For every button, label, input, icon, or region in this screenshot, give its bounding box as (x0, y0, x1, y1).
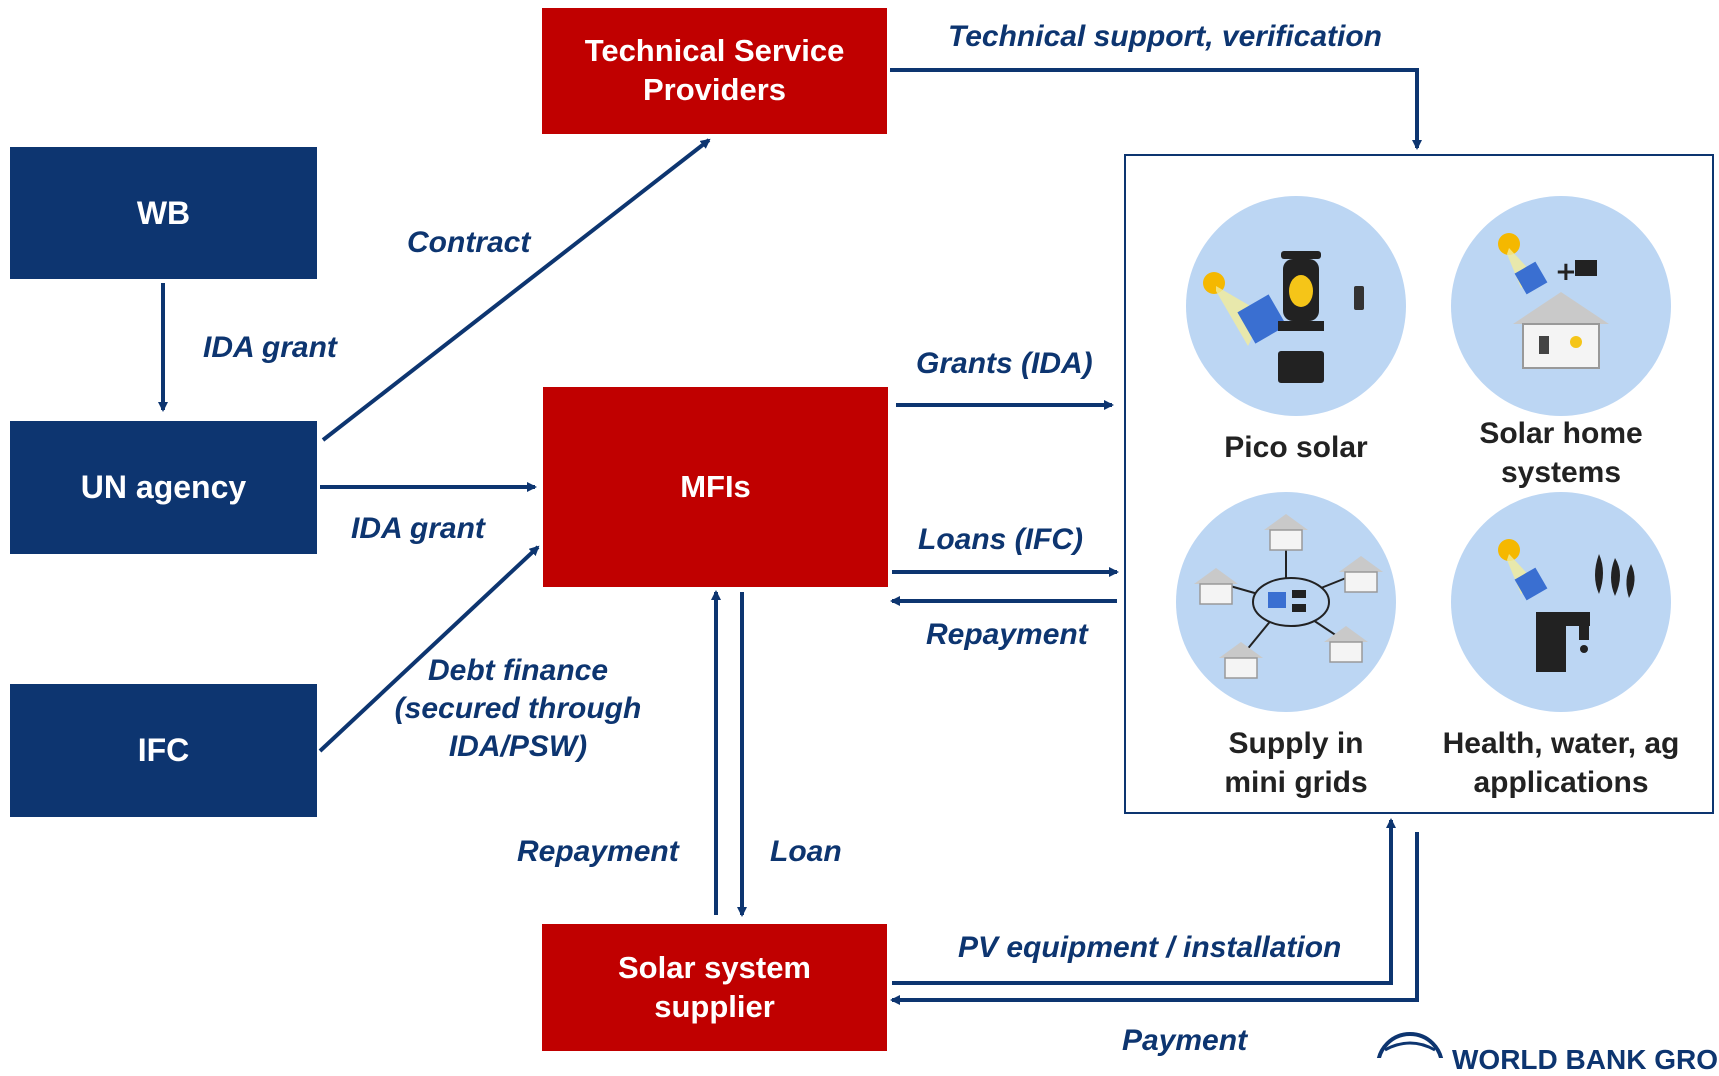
label-repayment-supplier: Repayment (517, 835, 679, 868)
label-technical-support: Technical support, verification (948, 20, 1382, 53)
label-ida-grant-wb: IDA grant (203, 331, 337, 364)
label-loan: Loan (770, 835, 842, 868)
world-bank-group-logo-text: WORLD BANK GROUP (1452, 1044, 1719, 1075)
solar-home-system-icon: + (1451, 196, 1671, 416)
node-solar-system-supplier: Solar system supplier (542, 924, 887, 1051)
label-payment: Payment (1122, 1024, 1248, 1057)
svg-text:+: + (1555, 257, 1577, 287)
mini-grid-icon (1176, 492, 1396, 712)
water-ag-icon (1451, 492, 1671, 712)
arrow-tsp-to-panel (890, 68, 1422, 150)
label-pv-equipment: PV equipment / installation (958, 931, 1342, 964)
node-un-agency: UN agency (10, 421, 317, 554)
caption-solar-home-systems: Solar home systems (1479, 417, 1643, 489)
label-repayment-mfi: Repayment (926, 618, 1088, 651)
pico-solar-icon (1186, 196, 1406, 416)
applications-panel: Pico solar + Solar home systems (1124, 154, 1714, 814)
caption-pico-solar: Pico solar (1224, 431, 1368, 464)
caption-mini-grids: Supply in mini grids (1224, 727, 1368, 799)
caption-health-water-ag: Health, water, ag applications (1442, 727, 1680, 799)
node-ifc: IFC (10, 684, 317, 817)
label-loans-ifc: Loans (IFC) (918, 523, 1083, 556)
label-grants-ida: Grants (IDA) (916, 347, 1093, 380)
node-mfis: MFIs (543, 387, 888, 587)
arrow-pv-equipment (892, 818, 1396, 985)
label-contract: Contract (407, 226, 531, 259)
arrow-ifc-to-mfis (318, 545, 540, 753)
world-bank-globe-icon (1376, 1032, 1444, 1058)
arrow-payment (890, 832, 1419, 1005)
label-ida-grant-un: IDA grant (351, 512, 485, 545)
node-wb: WB (10, 147, 317, 279)
label-debt-finance: Debt finance (secured through IDA/PSW) (394, 654, 642, 763)
arrow-un-to-tsp (321, 138, 711, 442)
node-technical-service-providers: Technical Service Providers (542, 8, 887, 134)
